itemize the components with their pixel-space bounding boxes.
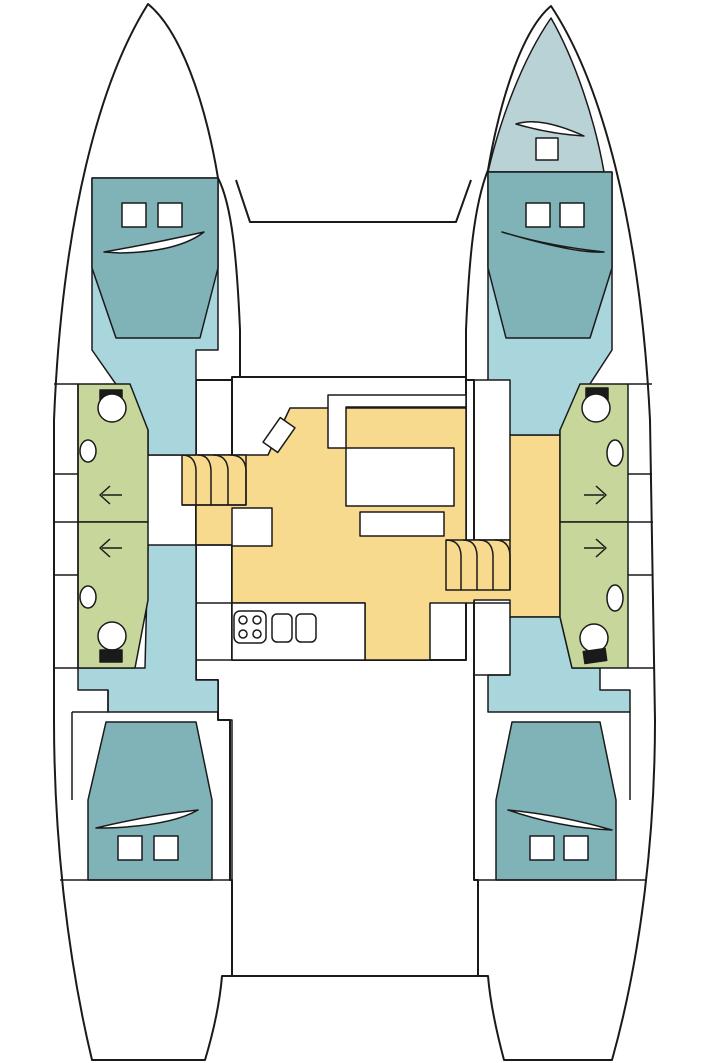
starboard-aft-berth [495,721,617,881]
stair-step [181,454,247,506]
port-aft-hatch-icon [117,835,179,861]
port-aft-berth [87,721,213,881]
saloon-table [345,447,455,507]
starboard-aft-hatch-icon [529,835,589,861]
arrow-icon [99,485,122,505]
stove-frame [233,610,267,644]
arrow-icon [99,538,122,558]
bulkhead [60,719,233,881]
sink-icon [271,613,293,643]
sink-icon [606,584,624,612]
toilet-icon [579,623,609,653]
starboard-fwd-berth [487,171,613,339]
stove-icon [233,610,267,644]
burner [252,615,262,625]
stair-step [478,539,494,590]
fore-trampoline-edge [235,179,472,223]
sink-icon [79,439,97,463]
nav-seat [262,416,296,454]
stair-step [197,454,212,505]
chart-table [327,394,467,449]
bulkhead [474,602,510,676]
sink-icon [295,613,317,643]
bulkhead [54,383,79,669]
toilet-icon [97,621,127,651]
saloon [147,394,561,661]
stair-step [462,539,478,590]
starboard-fwd-cabin [487,171,613,339]
port-aft-cabin [87,721,213,881]
stair-step [229,454,247,505]
forepeak-hatch-icon [535,137,559,161]
pillow-icon [103,231,205,254]
bulkhead [196,544,232,661]
starboard-stairs-icon [445,539,511,591]
pillow-icon [501,231,605,253]
stair-step [494,539,511,590]
saloon-floor [147,407,561,661]
bulkhead [628,383,654,669]
bulkhead [71,690,109,800]
port-bulkheads [54,383,233,881]
stair-step [445,539,511,591]
starboard-bulkheads [466,379,654,881]
bulkhead [628,473,653,576]
port-stairs-icon [181,454,247,506]
burner [238,629,248,639]
burner [238,615,248,625]
starboard-aft-cabin [495,721,617,881]
arrow-icon [584,485,607,505]
port-bathroom-aft [77,521,149,669]
stair-step [445,539,462,590]
pillow-icon [515,121,585,137]
toilet-icon [97,393,127,423]
toilet-icon [581,393,611,423]
port-cabinet [231,507,273,547]
pillow-icon [507,809,613,831]
burner [252,629,262,639]
port-fwd-berth [91,177,219,339]
starboard-bathroom-fwd [559,383,629,523]
port-fwd-cabin [91,177,219,339]
sink-icon [79,585,97,609]
bulkhead [54,473,78,576]
sink-icon [606,439,624,467]
pillow-icon [95,809,199,829]
arrow-icon [584,538,607,558]
port-fwd-hatch-icon [121,202,183,228]
toilet-seat-block [582,647,608,665]
starboard-bathroom-aft-floor [559,521,629,669]
starboard-bathroom-aft [559,521,629,669]
toilet-seat-block [99,649,123,663]
stair-step [212,454,229,505]
port-bathroom-fwd [77,383,149,523]
saloon-bench [359,511,445,537]
starboard-fwd-hatch-icon [525,202,585,228]
